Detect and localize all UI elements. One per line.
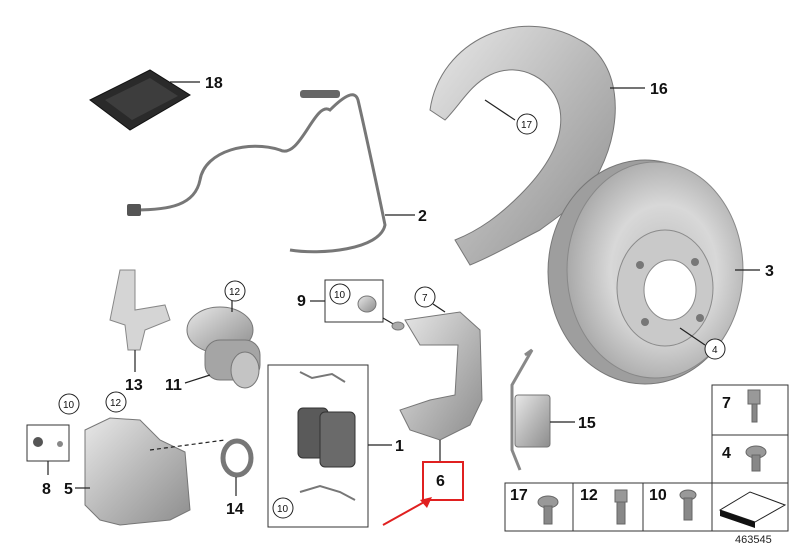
bolt-12-icon (614, 489, 628, 503)
circle-4-disc (704, 338, 726, 360)
callout-3: 3 (765, 263, 774, 280)
circled-4-disc: 4 (712, 345, 718, 356)
callout-8: 8 (42, 481, 51, 498)
circled-12-motor: 12 (229, 287, 241, 298)
leader-caliper-dashed (149, 439, 226, 451)
callout-2: 2 (418, 208, 427, 225)
callout-15: 15 (578, 415, 596, 432)
circle-12-caliper (105, 391, 127, 413)
part-2-wear-sensor (127, 90, 387, 254)
part-13-bracket (109, 269, 171, 351)
callout-11: 11 (165, 377, 182, 394)
callout-14: 14 (226, 501, 244, 518)
circle-7-carrier (414, 286, 436, 308)
part-3-brake-disc (547, 159, 744, 385)
image-number: 463545 (735, 534, 772, 546)
highlight-box-6 (422, 461, 464, 501)
legend-17: 17 (510, 487, 528, 504)
bolt-7-icon (747, 389, 761, 405)
part-11-actuator-motor (186, 306, 261, 389)
circle-12-motor (224, 280, 246, 302)
part-15-spring (510, 348, 551, 471)
part-14-seal-ring (220, 438, 254, 478)
leader-4-disc (679, 327, 706, 346)
leader-17-shield (484, 99, 516, 121)
legend-10: 10 (649, 487, 667, 504)
legend-7: 7 (722, 395, 731, 412)
circle-10-caliper (58, 393, 80, 415)
callout-1: 1 (395, 438, 404, 455)
callout-5: 5 (64, 481, 73, 498)
circle-17-shield (516, 113, 538, 135)
callout-13: 13 (125, 377, 143, 394)
circled-10-caliper: 10 (63, 400, 75, 411)
callout-6: 6 (436, 473, 445, 490)
part-5-caliper (84, 417, 191, 526)
legend-12: 12 (580, 487, 598, 504)
circled-10-pads: 10 (277, 504, 289, 515)
guide-pin (391, 321, 405, 331)
bolt-legend-grid (504, 384, 789, 532)
circled-17-shield: 17 (521, 120, 533, 131)
part-1-brake-pads (297, 371, 356, 501)
circled-7-carrier: 7 (422, 293, 428, 304)
red-arrow-head (420, 497, 432, 508)
circle-10-set (329, 283, 351, 305)
part-18-mat (89, 69, 191, 131)
callout-9: 9 (297, 293, 306, 310)
callout-16: 16 (650, 81, 668, 98)
circle-10-pads (272, 497, 294, 519)
circled-12-caliper: 12 (110, 398, 122, 409)
guide-bushing (357, 295, 377, 313)
callout-18: 18 (205, 75, 223, 92)
box-part-1 (267, 364, 369, 528)
pointer-symbol-icon (718, 491, 787, 528)
leader-11 (184, 374, 211, 384)
red-arrow-shaft (382, 500, 427, 526)
legend-4: 4 (722, 445, 731, 462)
part-6-brake-carrier (399, 311, 483, 441)
circled-10-set: 10 (334, 290, 346, 301)
